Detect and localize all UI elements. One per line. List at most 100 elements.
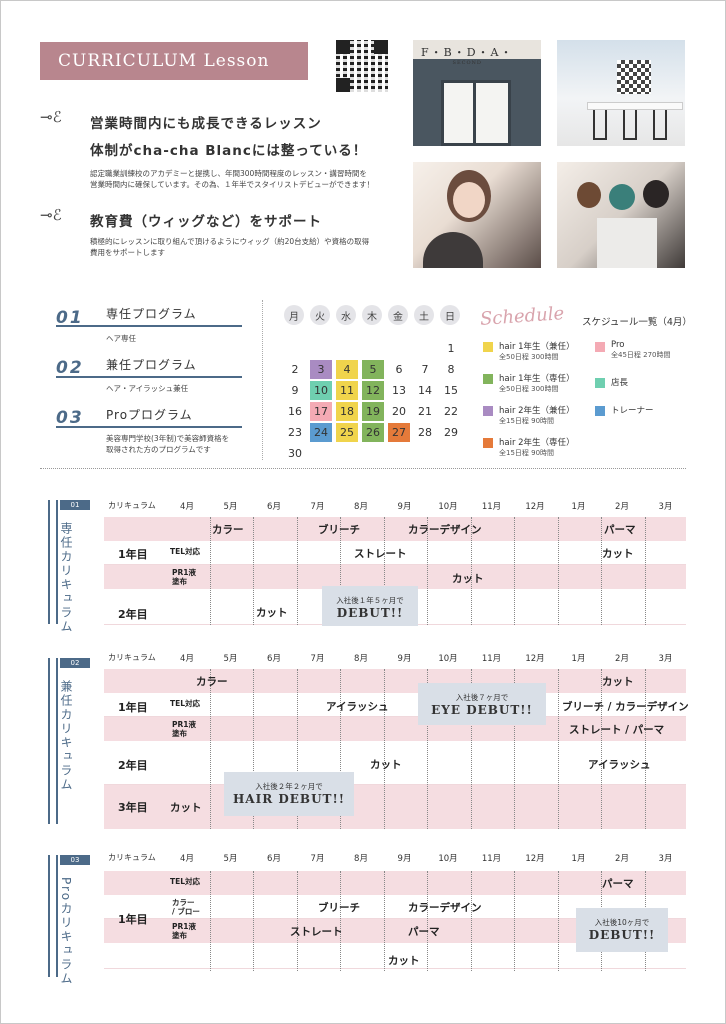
curriculum-row <box>104 517 686 541</box>
legend-label: 店長 <box>611 378 629 388</box>
legend-sub: 全15日程 90時間 <box>499 417 555 425</box>
month-gridline <box>340 517 341 625</box>
calendar-day-header: 日 <box>440 305 460 325</box>
page-title: CURRICULUM Lesson <box>40 42 308 80</box>
month-gridline <box>557 517 559 625</box>
curriculum-row <box>104 565 686 589</box>
curriculum-item: カット <box>170 802 202 814</box>
section-vertical-title: Proカリキュラム <box>59 877 73 987</box>
calendar-day-header: 土 <box>414 305 434 325</box>
month-gridline <box>644 669 646 829</box>
section-vertical-title: 専任カリキュラム <box>59 522 73 634</box>
curriculum-item: アイラッシュ <box>588 759 651 771</box>
curriculum-item: ストレート / パーマ <box>569 724 665 736</box>
salon-exterior-photo: F・B・D・A・SECOND <box>413 40 541 146</box>
row-tag: 塗布 <box>172 931 187 940</box>
section-badge: 03 <box>60 855 90 865</box>
month-gridline <box>557 871 559 971</box>
calendar-date <box>388 339 410 358</box>
program-divider <box>56 426 242 428</box>
swirl-icon: ⊸ℰ <box>40 108 62 126</box>
curriculum-item: ブリーチ / カラーデザイン <box>562 701 689 713</box>
month-label: 7月 <box>310 502 325 512</box>
curriculum-item: カラーデザイン <box>408 902 482 914</box>
curriculum-item: パーマ <box>604 524 636 536</box>
month-label: 6月 <box>267 502 281 512</box>
month-gridline <box>296 669 298 829</box>
curriculum-item: ストレート <box>290 926 343 938</box>
month-label: 5月 <box>223 854 238 864</box>
curriculum-item: ストレート <box>354 548 407 560</box>
calendar-date: 5 <box>362 360 384 379</box>
calendar-date: 10 <box>310 381 332 400</box>
month-gridline <box>470 669 472 829</box>
classroom-photo <box>557 40 685 146</box>
calendar-date <box>440 444 462 463</box>
schedule-title: スケジュール一覧（4月） <box>582 317 692 328</box>
month-label: 3月 <box>658 854 673 864</box>
legend-label: hair 1年生（兼任） <box>499 342 575 352</box>
curriculum-row <box>104 895 686 919</box>
row-tag: 塗布 <box>172 729 187 738</box>
curriculum-item: ブリーチ <box>318 524 360 536</box>
month-gridline <box>427 669 428 829</box>
month-label: 11月 <box>481 854 502 864</box>
calendar-date: 4 <box>336 360 358 379</box>
program-desc: 取得された方のプログラムです <box>106 445 211 454</box>
intro-text-1b: 営業時間内に確保しています。その為、１年半でスタイリストデビューができます！ <box>90 180 375 189</box>
month-gridline <box>253 669 254 829</box>
curriculum-item: カラーデザイン <box>408 524 482 536</box>
curriculum-item: カラー <box>196 676 228 688</box>
month-gridline <box>427 517 428 625</box>
month-label: 12月 <box>525 654 545 664</box>
month-gridline <box>514 517 515 625</box>
calendar-date: 1 <box>447 342 455 355</box>
month-label: 4月 <box>180 854 194 864</box>
row-tag: 塗布 <box>172 577 187 586</box>
curriculum-item: ブリーチ <box>318 902 360 914</box>
curriculum-row <box>104 785 686 829</box>
legend-label: hair 2年生（専任） <box>499 438 575 448</box>
year-label: 3年目 <box>118 801 148 814</box>
legend-label: hair 1年生（専任） <box>499 374 575 384</box>
month-label: 9月 <box>397 654 412 664</box>
calendar-date: 13 <box>392 384 406 397</box>
legend-swatch <box>483 342 493 352</box>
month-label: 9月 <box>397 502 412 512</box>
calendar-date: 17 <box>310 402 332 421</box>
legend-sub: 全15日程 90時間 <box>499 449 555 457</box>
section-side-bar <box>48 658 58 824</box>
qr-code[interactable] <box>336 40 388 92</box>
salon-sign: F・B・D・A・SECOND <box>421 46 514 66</box>
swirl-icon-2: ⊸ℰ <box>40 206 62 224</box>
calendar-date <box>310 444 332 463</box>
lesson-photo-2 <box>557 162 685 268</box>
calendar-date: 26 <box>362 423 384 442</box>
legend-swatch <box>595 378 605 388</box>
intro-text-2b: 費用をサポートします <box>90 248 165 257</box>
intro-heading-2: 教育費（ウィッグなど）をサポート <box>90 214 322 230</box>
section-badge: 02 <box>60 658 90 668</box>
calendar-date: 6 <box>395 363 403 376</box>
month-gridline <box>383 669 385 829</box>
month-label: 1月 <box>571 502 586 512</box>
section-side-bar <box>48 855 58 977</box>
month-gridline <box>383 517 385 625</box>
legend-item: hair 2年生（兼任） 全15日程 90時間 <box>483 404 575 426</box>
year-label: 1年目 <box>118 701 148 714</box>
legend-swatch <box>595 342 605 352</box>
calendar-date: 12 <box>362 381 384 400</box>
calendar-date <box>284 339 306 358</box>
calendar-date <box>310 339 332 358</box>
legend-swatch <box>483 406 493 416</box>
row-tag: / ブロー <box>172 907 200 916</box>
row-tag: カラー <box>172 898 195 907</box>
program-divider <box>56 325 242 327</box>
legend-label: Pro <box>611 340 625 350</box>
curriculum-row <box>104 669 686 693</box>
legend-item: hair 1年生（兼任） 全50日程 300時間 <box>483 340 575 362</box>
calendar-date: 3 <box>310 360 332 379</box>
calendar-date <box>362 339 384 358</box>
